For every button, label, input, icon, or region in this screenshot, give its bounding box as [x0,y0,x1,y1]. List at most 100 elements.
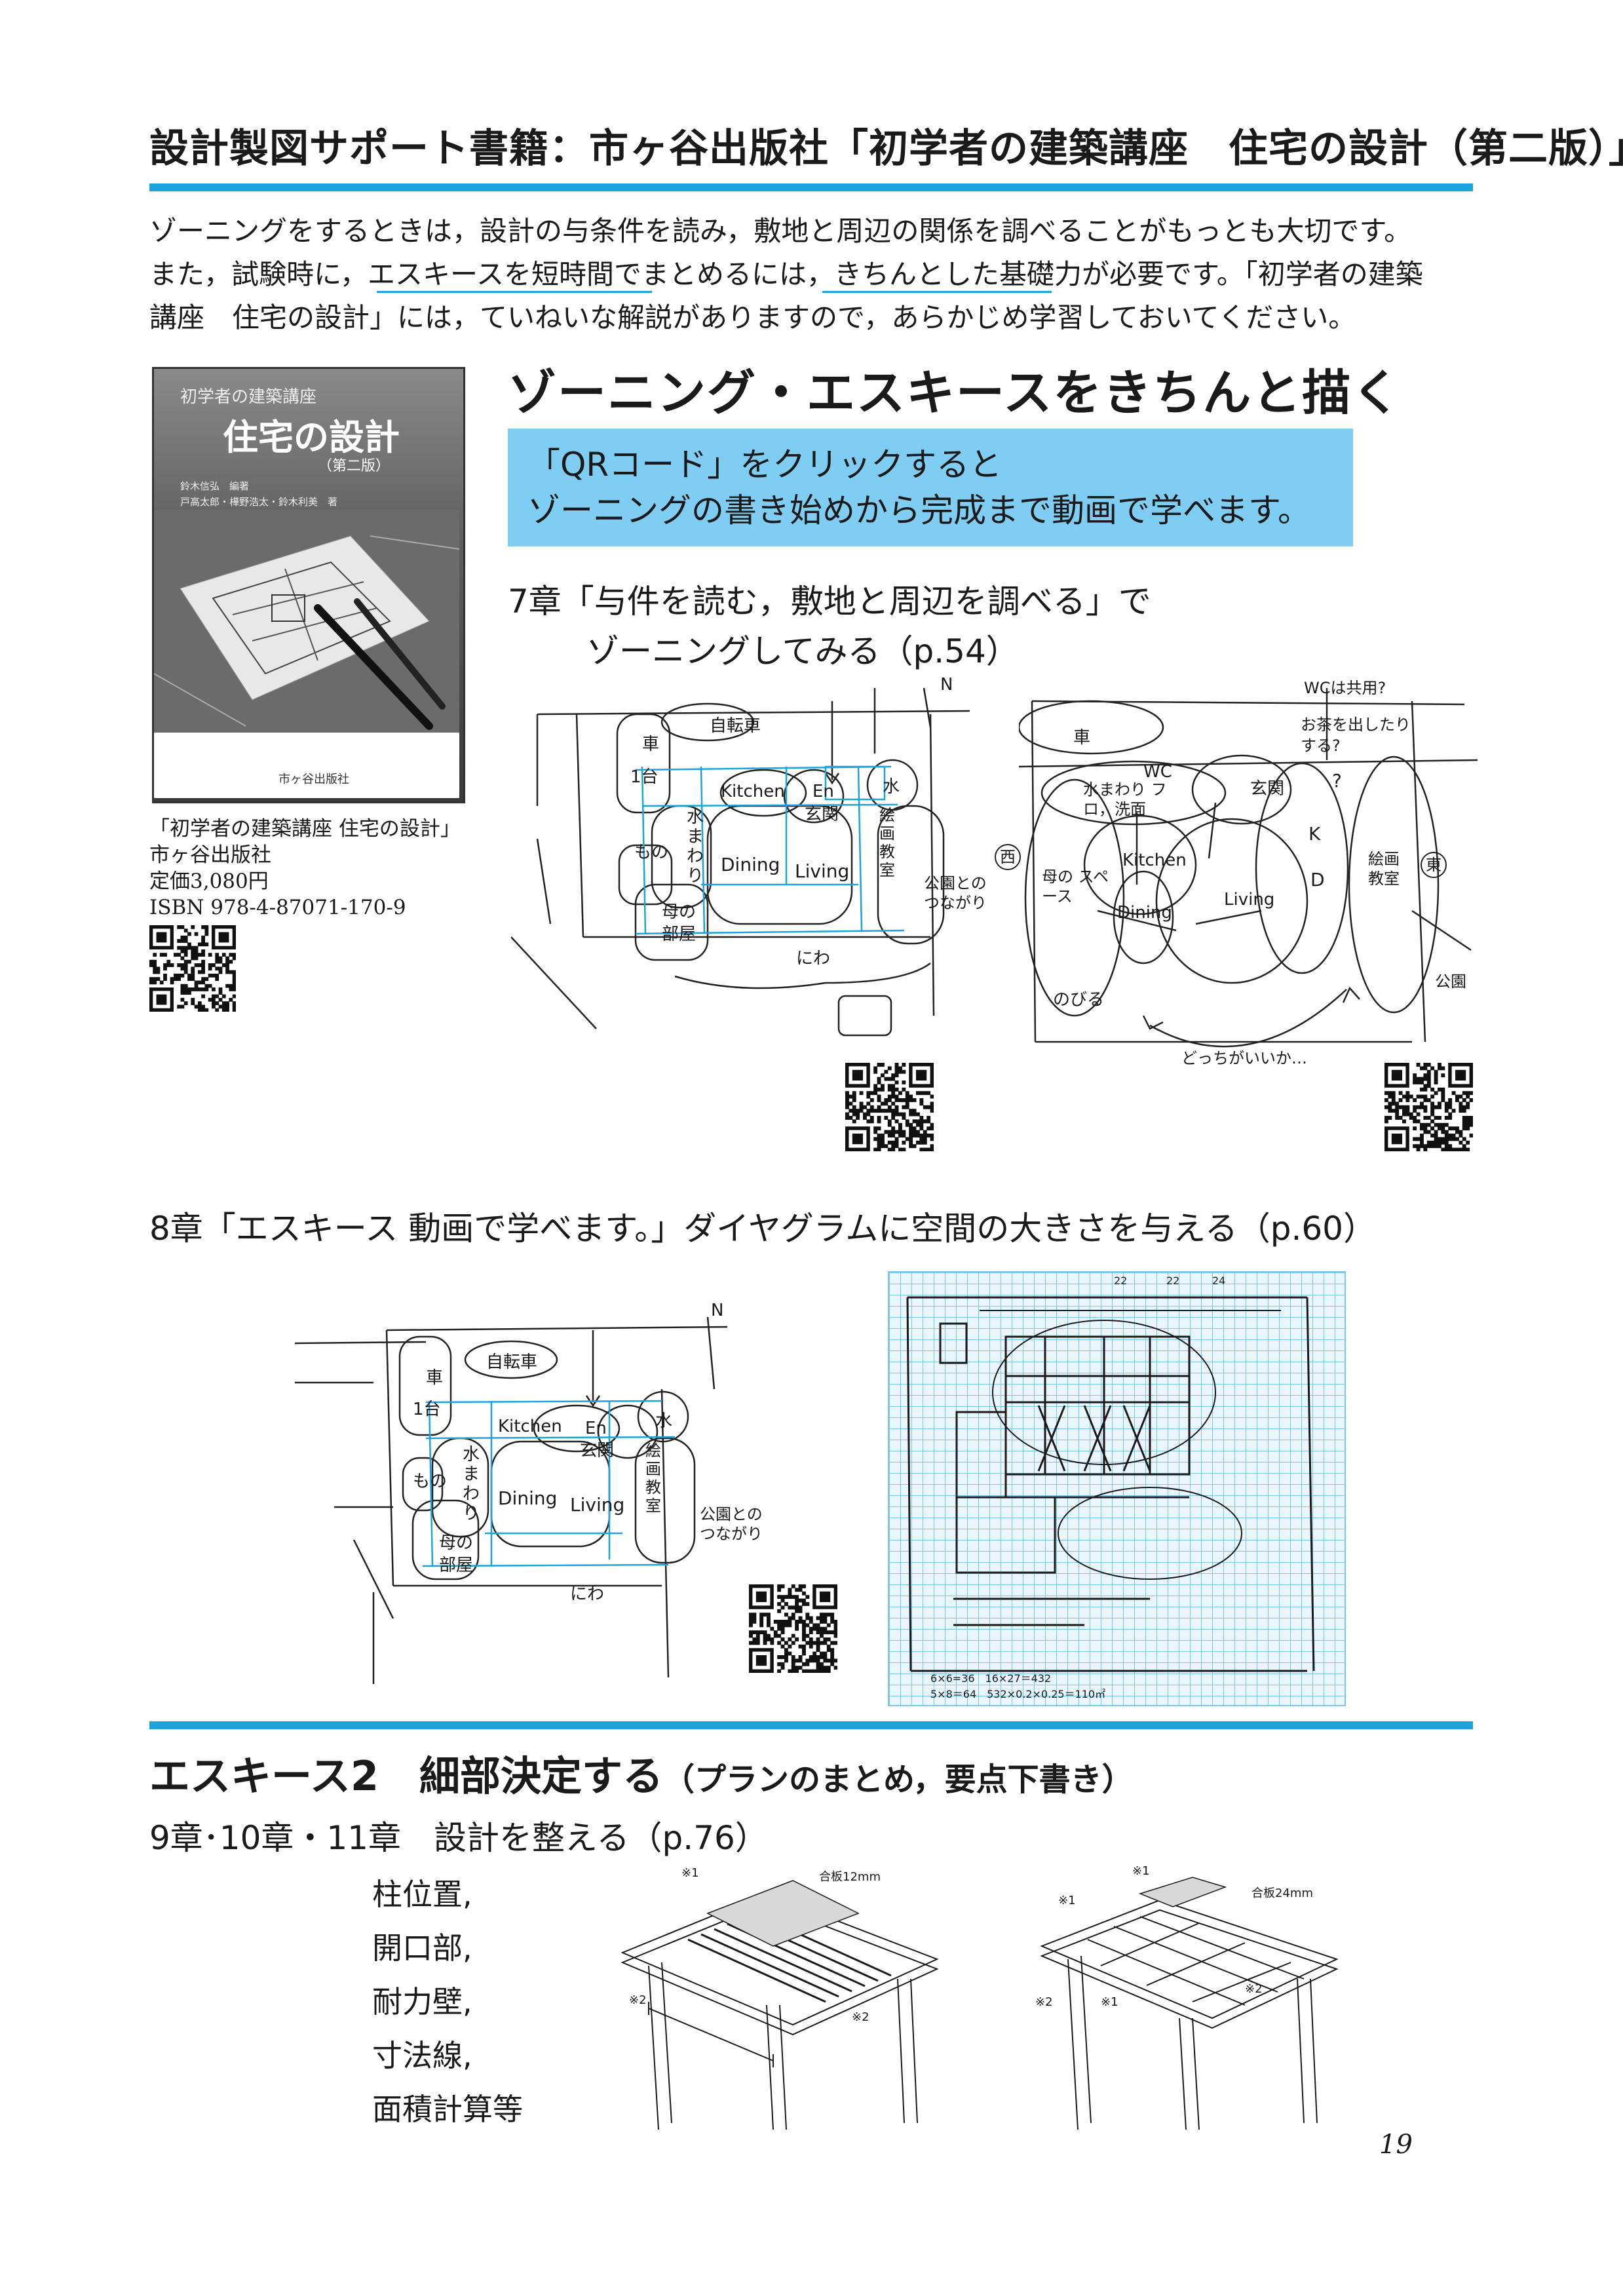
book-caption-title: 「初学者の建築講座 住宅の設計」 [149,817,461,841]
intro-line: 講座 住宅の設計」には，ていねいな解説がありますので，あらかじめ学習しておいてく… [149,301,1356,334]
intro-text: ゾーニングをするときは，設計の与条件を読み，敷地と周辺の関係を調べることがもっと… [149,210,1499,339]
sketch-b-painting-room: 絵画教室 [1368,850,1400,888]
sketch-a-mizumawari: 水まわり [687,807,704,886]
sketch-c-bicycle: 自転車 [486,1352,538,1372]
sketch-b-d: D [1310,869,1325,890]
chapter7-line: 7章「与件を読む，敷地と周辺を調べる」で [508,583,1151,621]
esquisse2-heading-main: エスキース2 細部決定する [149,1752,664,1800]
joist-note-2a: ※2 [629,1993,647,2007]
zoning-sketch-c [295,1316,728,1684]
sketch-a-genkan: 玄関 [805,805,839,824]
page-number: 19 [1379,2130,1413,2160]
sketch-b-q: ? [1332,770,1342,792]
sketch-b-mizumawari: 水まわり フロ，洗面 [1083,780,1167,818]
chapter9-heading: 9章･10章・11章 設計を整える（p.76） [149,1819,768,1857]
sketch-a-car: 車 [642,735,660,754]
cover-editor: 鈴木信弘 編著 [180,480,250,492]
sketch-a-water: 水 [883,777,900,797]
underline-foundation [822,291,1052,293]
sketch-b-east: 東 [1421,852,1447,878]
sketch-a-garden: にわ [796,949,831,968]
chapter8-heading: 8章「エスキース 動画で学べます。」ダイヤグラムに空間の大きさを与える（p.60… [149,1210,1376,1248]
intro-line: ゾーニングをするときは，設計の与条件を読み，敷地と周辺の関係を調べることがもっと… [149,215,1412,247]
qr-note-line: ゾーニングの書き始めから完成まで動画で学べます。 [527,491,1310,529]
sketch-b-k: K [1308,823,1321,845]
sketch-a-en: En [812,782,834,801]
grid-calc-line: 6×6=36 16×27＝432 [930,1672,1052,1685]
sketch-b-kitchen: Kitchen [1122,851,1187,870]
esquisse2-heading-sub: （プランのまとめ，要点下書き） [663,1761,1134,1798]
plywood-note-2b: ※2 [1245,1982,1263,1996]
plywood-note-2a: ※2 [1035,1995,1053,2009]
sketch-a-bicycle: 自転車 [710,716,761,736]
grid-dim-top: 22 [1166,1274,1180,1287]
sketch-b-which: どっちがいいか… [1181,1049,1307,1067]
plywood-note-1a: ※1 [1132,1864,1150,1878]
cover-drawing-photo [154,510,459,733]
book-cover-image: 初学者の建築講座 住宅の設計 （第二版） 鈴木信弘 編著 戸高太郎・樺野浩太・鈴… [152,367,465,803]
plywood-note-1c: ※1 [1101,1995,1118,2009]
sketch-b-tea: お茶を出したりする? [1301,716,1411,755]
underline-esquisse [377,291,652,293]
qr-pattern [749,1584,838,1674]
sketch-a-painting-room: 絵画教室 [879,806,895,879]
sketch-b-west: 西 [995,844,1021,870]
chapter7-heading: 7章「与件を読む，敷地と周辺を調べる」で ゾーニングしてみる（p.54） [508,577,1151,676]
qr-code-book[interactable] [149,925,237,1012]
sketch-b-mother-space: 母の スペース [1042,868,1109,906]
qr-pattern [1384,1063,1474,1152]
grid-dim-top: 24 [1212,1274,1226,1287]
book-caption-isbn: ISBN 978-4-87071-170-9 [149,896,406,919]
cover-publisher: 市ヶ谷出版社 [278,773,349,786]
qr-note-line: 「QRコード」をクリックすると [527,446,1002,484]
sketch-b-wc: WC [1143,762,1172,782]
sketch-a-living: Living [795,860,850,882]
sketch-a-mono: もの [634,843,669,862]
plywood-label: 合板24mm [1251,1886,1313,1900]
sketch-c-garden: にわ [570,1584,605,1604]
sketch-c-one-car: 1台 [413,1400,441,1419]
sketch-a-one-car: 1台 [630,767,659,787]
joist-note-2b: ※2 [852,2010,869,2024]
qr-pattern [149,925,237,1012]
qr-pattern [845,1063,934,1152]
page-title: 設計製図サポート書籍：市ヶ谷出版社「初学者の建築講座 住宅の設計（第二版）」 [149,126,1623,172]
sketch-c-kitchen: Kitchen [498,1417,562,1436]
sketch-b-nobiru: のびる [1053,990,1105,1010]
cover-authors: 戸高太郎・樺野浩太・鈴木利美 著 [180,496,338,508]
sketch-c-mother-room: 母の部屋 [439,1533,474,1575]
sketch-b-park: 公園 [1435,972,1466,991]
sketch-c-dining: Dining [498,1487,558,1509]
sketch-c-north: N [711,1301,724,1320]
cover-series: 初学者の建築講座 [180,387,317,407]
sketch-b-living: Living [1224,890,1275,909]
detail-items: 柱位置, 開口部, 耐力壁, 寸法線, 面積計算等 [372,1867,523,2136]
detail-item: 耐力壁, [372,1984,472,2019]
sketch-c-mono: もの [413,1472,448,1491]
chapter7-line: ゾーニングしてみる（p.54） [586,632,1019,670]
zoning-sketch-a [511,687,970,1037]
qr-code-zoning-1[interactable] [845,1063,934,1152]
zoning-heading: ゾーニング・エスキースをきちんと描く [508,365,1402,421]
cover-title: 住宅の設計 [223,416,400,458]
qr-note-box: 「QRコード」をクリックすると ゾーニングの書き始めから完成まで動画で学べます。 [508,429,1353,546]
grid-paper-sketch [888,1271,1346,1706]
plywood-note-1b: ※1 [1058,1894,1076,1907]
sketch-b-genkan: 玄関 [1250,779,1285,799]
sketch-c-water: 水 [655,1411,673,1431]
sketch-c-genkan: 玄関 [580,1441,615,1461]
sketch-c-painting-room: 絵画教室 [645,1442,661,1515]
qr-code-zoning-2[interactable] [1384,1063,1474,1152]
grid-plan-drawing [906,1296,1315,1672]
sketch-a-park-link: 公園との つながり [924,874,987,912]
qr-code-esquisse[interactable] [749,1584,838,1674]
floor-structure-drawing-plywood [1040,1877,1339,2130]
sketch-a-dining: Dining [721,854,780,875]
sketch-c-en: En [585,1419,607,1438]
sketch-b-car: 車 [1073,728,1091,748]
title-rule [149,183,1473,191]
sketch-c-park-link: 公園との つながり [700,1505,763,1543]
cover-edition: （第二版） [318,458,391,474]
detail-item: 柱位置, [372,1877,472,1912]
book-caption: 「初学者の建築講座 住宅の設計」 市ヶ谷出版社 定価3,080円 ISBN 97… [149,816,461,921]
